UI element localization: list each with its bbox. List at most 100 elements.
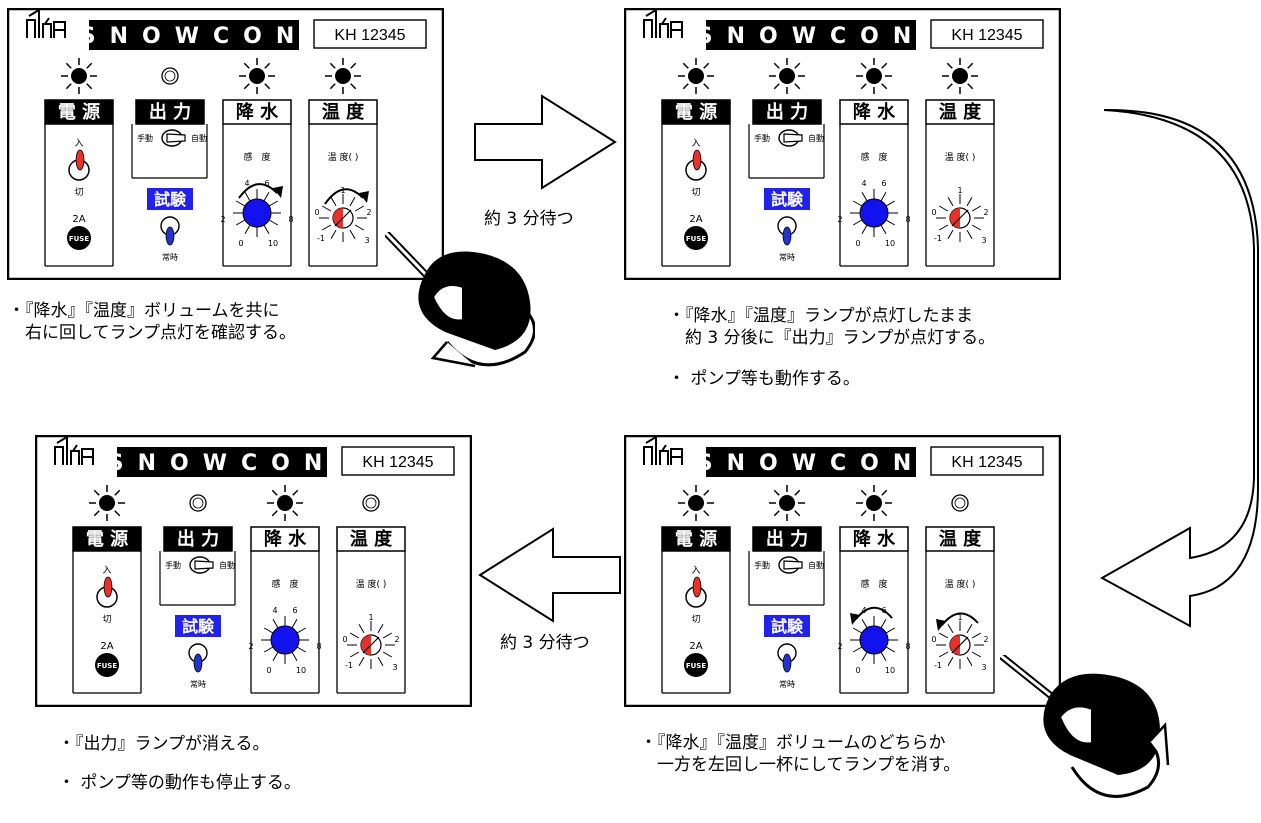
lamp-rain — [277, 495, 293, 511]
lamp-temp-ray — [967, 62, 974, 69]
temp-dial-tick-line — [966, 229, 973, 240]
rain-dial-tick-label: 8 — [316, 642, 321, 651]
rain-dial-tick-label: 4 — [244, 179, 249, 188]
sensitivity-label: 感 度 — [243, 151, 270, 163]
rain-dial-tick-line — [885, 200, 896, 207]
brand-logo — [26, 8, 66, 38]
temp-dial-pointer — [951, 209, 969, 227]
power-switch-lever — [103, 576, 113, 598]
section-output-plate — [752, 526, 822, 552]
lamp-power-ray — [93, 510, 100, 517]
temp-dial-tick-label: 1 — [957, 186, 962, 195]
section-rain-title: 降 水 — [853, 528, 896, 550]
temp-dial-tick-label: 1 — [957, 613, 962, 622]
temp-dial-tick-line — [938, 205, 949, 212]
temp-dial-tick-line — [321, 205, 332, 212]
temp-label: 温 度( ) — [328, 151, 359, 163]
rain-dial-knob — [859, 198, 889, 228]
lamp-output-inner — [164, 70, 176, 82]
rain-dial-tick-line — [272, 651, 279, 662]
switch-off-label: 切 — [691, 614, 700, 625]
rain-dial-tick-label: 2 — [248, 642, 253, 651]
model-number: KH 12345 — [951, 454, 1022, 471]
rain-dial-tick-line — [268, 219, 279, 226]
temp-dial-tick-label: -1 — [345, 661, 353, 670]
manual-label: 手動 — [137, 133, 153, 143]
rain-rotate-arrowhead — [273, 186, 283, 198]
fuse-label: FUSE — [686, 235, 707, 243]
section-power-plate — [661, 99, 731, 125]
test-switch-lever — [782, 226, 792, 246]
rain-dial-tick-label: 6 — [881, 179, 886, 188]
section-rain-plate — [839, 99, 909, 125]
switch-on-label: 入 — [691, 565, 700, 576]
mode-switch-lever — [166, 133, 186, 143]
fuse-label: FUSE — [686, 662, 707, 670]
section-output-plate — [163, 526, 233, 552]
rain-dial-tick-line — [880, 224, 887, 235]
lamp-output — [779, 495, 795, 511]
brand-name: SNOWCON — [108, 451, 337, 476]
temp-dial-tick-label: 3 — [392, 663, 397, 672]
test-plate — [764, 188, 810, 210]
rain-dial-tick-line — [268, 200, 279, 207]
fuse-icon — [95, 653, 119, 677]
lamp-rain — [249, 68, 265, 84]
rain-dial-tick-line — [885, 646, 896, 653]
rain-dial-tick-line — [291, 651, 298, 662]
arrow-right — [474, 94, 617, 190]
temp-dial-tick-line — [966, 196, 973, 207]
lamp-temp-ray — [329, 62, 336, 69]
temp-dial-tick-line — [947, 196, 954, 207]
section-temp-plate — [308, 99, 378, 125]
lamp-output-ray — [773, 83, 780, 90]
lamp-rain-ray — [271, 489, 278, 496]
fuse-icon — [684, 226, 708, 250]
rain-dial-tick-label: 10 — [268, 239, 278, 248]
temp-dial-tick-line — [971, 205, 982, 212]
test-label: 試験 — [771, 190, 804, 209]
test-switch-lever — [193, 653, 203, 673]
rain-dial-tick-line — [885, 219, 896, 226]
fuse-rating: 2A — [72, 214, 85, 225]
lamp-temp-ray — [946, 62, 953, 69]
rain-dial-tick-label: 6 — [292, 606, 297, 615]
temp-label: 温 度( ) — [356, 578, 387, 590]
fuse-label: FUSE — [69, 235, 90, 243]
rain-dial-tick-label: 2 — [837, 642, 842, 651]
temp-dial-tick-line — [321, 224, 332, 231]
section-rain-plate — [839, 526, 909, 552]
brand-plate — [706, 20, 916, 50]
lamp-power — [688, 495, 704, 511]
fuse-icon — [684, 653, 708, 677]
temp-dial-tick-line — [349, 632, 360, 639]
lamp-output — [189, 494, 207, 512]
section-rain-plate — [222, 99, 292, 125]
lamp-output-inner — [192, 497, 204, 509]
section-output-title: 出 力 — [177, 528, 219, 550]
temp-dial-tick-line — [377, 623, 384, 634]
lamp-rain-ray — [243, 83, 250, 90]
mode-switch-lever — [783, 560, 803, 570]
normal-label: 常時 — [162, 253, 178, 262]
section-temp-plate — [925, 99, 995, 125]
temp-dial-knob-red2 — [333, 208, 343, 218]
auto-label: 自動 — [808, 560, 824, 570]
temp-dial-tick-label: 2 — [366, 208, 371, 217]
temp-dial-tick-line — [966, 623, 973, 634]
manual-label: 手動 — [754, 560, 770, 570]
section-power-title: 電 源 — [675, 528, 717, 550]
rain-rotate-right-icon — [238, 183, 278, 199]
temp-dial-tick-line — [947, 656, 954, 667]
rain-dial-tick-line — [880, 618, 887, 629]
rain-dial-tick-line — [861, 191, 868, 202]
temp-dial-pointer — [362, 636, 380, 654]
temp-dial-tick-label: -1 — [934, 661, 942, 670]
hand-turning-right-icon — [385, 232, 535, 368]
section-temp-title: 温 度 — [939, 101, 982, 123]
lamp-rain-ray — [881, 489, 888, 496]
lamp-temp-ray — [350, 83, 357, 90]
rain-dial-tick-line — [885, 627, 896, 634]
